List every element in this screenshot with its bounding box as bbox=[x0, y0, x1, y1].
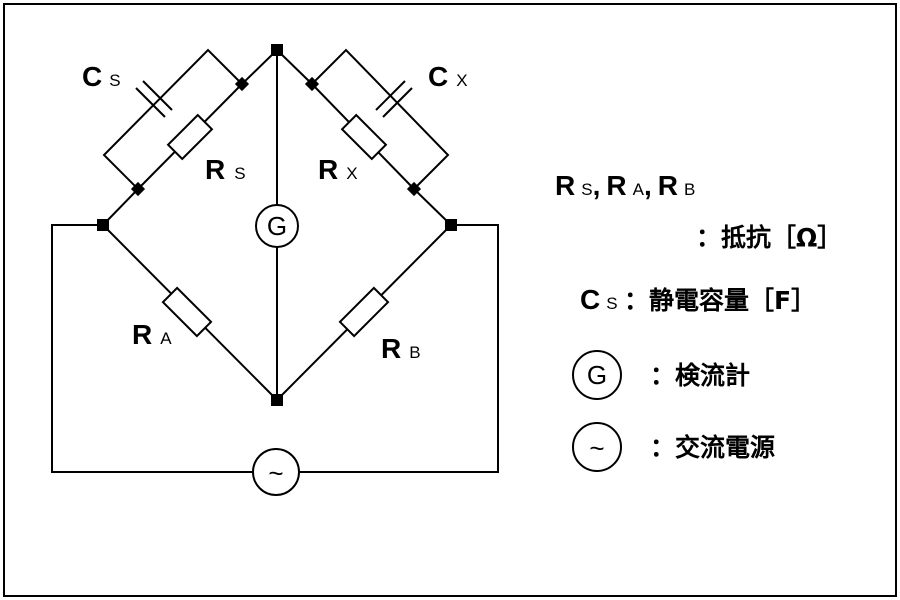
capacitor-s-plate-1 bbox=[135, 87, 166, 118]
legend-capacitance-desc: ：静電容量［F］ bbox=[624, 286, 816, 315]
legend-ac-source-desc: ：交流電源 bbox=[650, 433, 775, 462]
frame-border bbox=[3, 3, 897, 597]
galvanometer-symbol: G bbox=[255, 204, 299, 248]
resistor-x bbox=[340, 113, 388, 161]
legend-ac-source-icon bbox=[572, 422, 622, 472]
capacitor-x-plate-1 bbox=[382, 87, 413, 118]
resistor-s bbox=[166, 113, 214, 161]
resistor-b bbox=[338, 286, 390, 338]
bridge-wires bbox=[51, 49, 499, 473]
legend-galvanometer-desc: ：検流計 bbox=[650, 361, 750, 390]
capacitor-x-plate-2 bbox=[375, 80, 406, 111]
legend-galvanometer-icon bbox=[572, 350, 622, 400]
ac-source-symbol: ~ bbox=[252, 448, 300, 496]
resistor-a bbox=[161, 286, 213, 338]
svg-text:~: ~ bbox=[268, 458, 283, 488]
legend-resistor-desc: ：抵抗［Ω］ bbox=[696, 223, 842, 252]
svg-text:G: G bbox=[587, 360, 607, 390]
svg-text:G: G bbox=[267, 211, 287, 241]
svg-text:~: ~ bbox=[589, 433, 604, 463]
capacitor-s-plate-2 bbox=[142, 80, 173, 111]
